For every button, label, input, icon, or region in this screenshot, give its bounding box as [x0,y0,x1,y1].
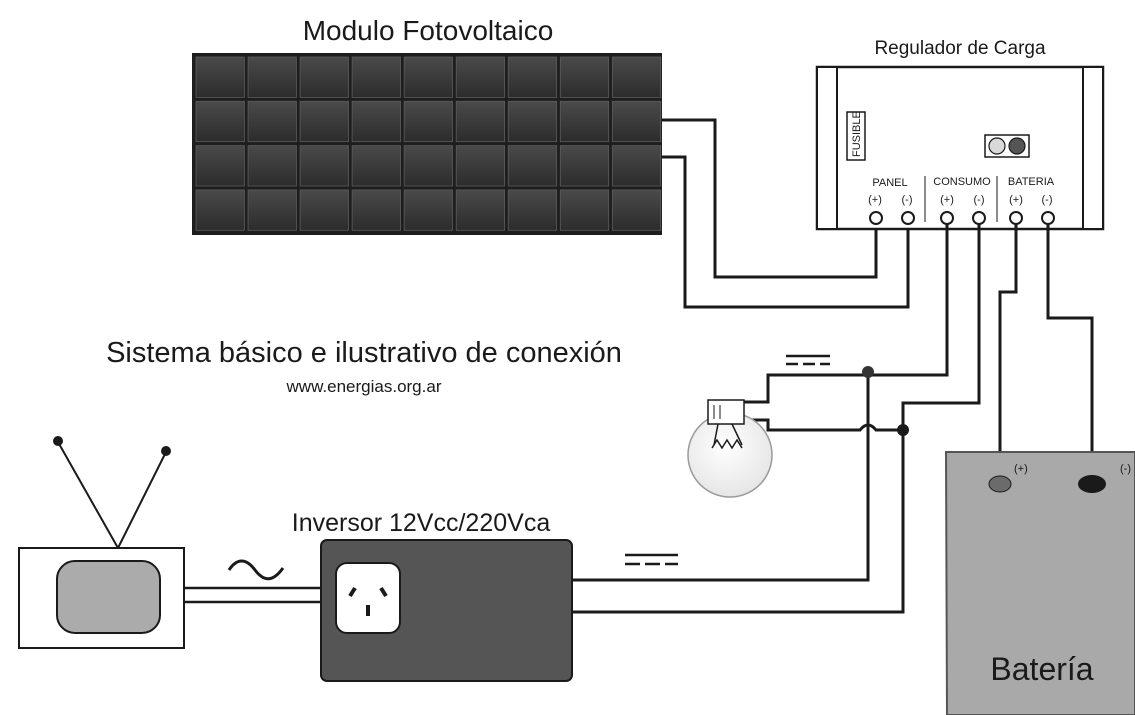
panel-cell [247,189,297,231]
terminal-screw [972,211,986,225]
panel-cell [403,100,453,143]
terminal-screw [869,211,883,225]
panel-cell [455,145,506,187]
dc-symbol [786,354,830,366]
panel-cell [455,56,506,98]
regulator-title: Regulador de Carga [874,38,1046,59]
panel-cell [507,145,558,187]
panel-cell [195,189,245,231]
panel-cell [559,189,610,231]
panel-cell [351,189,401,231]
battery-terminal-pos [988,475,1012,493]
panel-cell [299,56,349,98]
battery-neg-label: (-) [1120,463,1131,475]
panel-cell [611,189,662,231]
tv-inverter-wires [184,586,323,604]
terminal-screw [1041,211,1055,225]
terminal-screw [940,211,954,225]
panel-cell [507,100,558,143]
panel-cell [351,145,401,187]
junction-dot [862,366,874,378]
terminal-screw [1009,211,1023,225]
terminal-label: (-) [902,194,913,206]
panel-cell [351,100,401,143]
ac-symbol [227,559,285,581]
panel-cell [299,100,349,143]
solar-panel [192,53,662,235]
system-caption: Sistema básico e ilustrativo de conexión [106,337,622,369]
panel-cell [403,145,453,187]
terminal-label: (-) [1042,194,1053,206]
light-bulb [687,399,773,498]
battery-terminal-neg [1078,475,1106,493]
battery: (+) (-) Batería [944,451,1135,715]
group-label-panel: PANEL [872,177,907,189]
panel-cell [455,100,506,143]
fuse-label: FUSIBLE [851,111,863,157]
panel-cell [611,100,662,143]
battery-label: Batería [990,651,1093,687]
panel-cell [247,145,297,187]
panel-cell [403,56,453,98]
terminal-screw [901,211,915,225]
panel-cell [195,56,245,98]
charge-regulator: FUSIBLE PANEL CONSUMO BATERIA (+) (-) (+… [815,65,1105,231]
panel-cell [559,56,610,98]
panel-cell [403,189,453,231]
fuse [846,111,866,161]
group-label-bateria: BATERIA [1008,176,1055,188]
panel-cell [299,189,349,231]
panel-cell [507,189,558,231]
led-indicator-right [1008,137,1026,155]
panel-cell [559,100,610,143]
panel-cell [195,100,245,143]
terminal-label: (+) [940,194,954,206]
panel-cell [455,189,506,231]
panel-cell [559,145,610,187]
consumption-wires [572,224,981,614]
panel-cell [247,56,297,98]
panel-cell [611,145,662,187]
panel-cell [299,145,349,187]
inverter-label: Inversor 12Vcc/220Vca [292,509,551,537]
panel-wires [662,118,910,309]
terminal-label: (+) [1009,194,1023,206]
battery-pos-label: (+) [1014,463,1028,475]
website-url: www.energias.org.ar [286,377,442,396]
panel-cell [507,56,558,98]
led-indicator-left [988,137,1006,155]
panel-cell [611,56,662,98]
solar-panel-title: Modulo Fotovoltaico [303,15,554,46]
ac-outlet [335,562,401,634]
dc-symbol [625,553,678,566]
group-label-consumo: CONSUMO [933,176,991,188]
battery-wires [998,224,1094,478]
panel-cell [351,56,401,98]
terminal-label: (-) [974,194,985,206]
junction-dot [897,424,909,436]
television [18,436,185,649]
panel-cell [247,100,297,143]
inverter [320,539,573,682]
terminal-label: (+) [868,194,882,206]
panel-cell [195,145,245,187]
